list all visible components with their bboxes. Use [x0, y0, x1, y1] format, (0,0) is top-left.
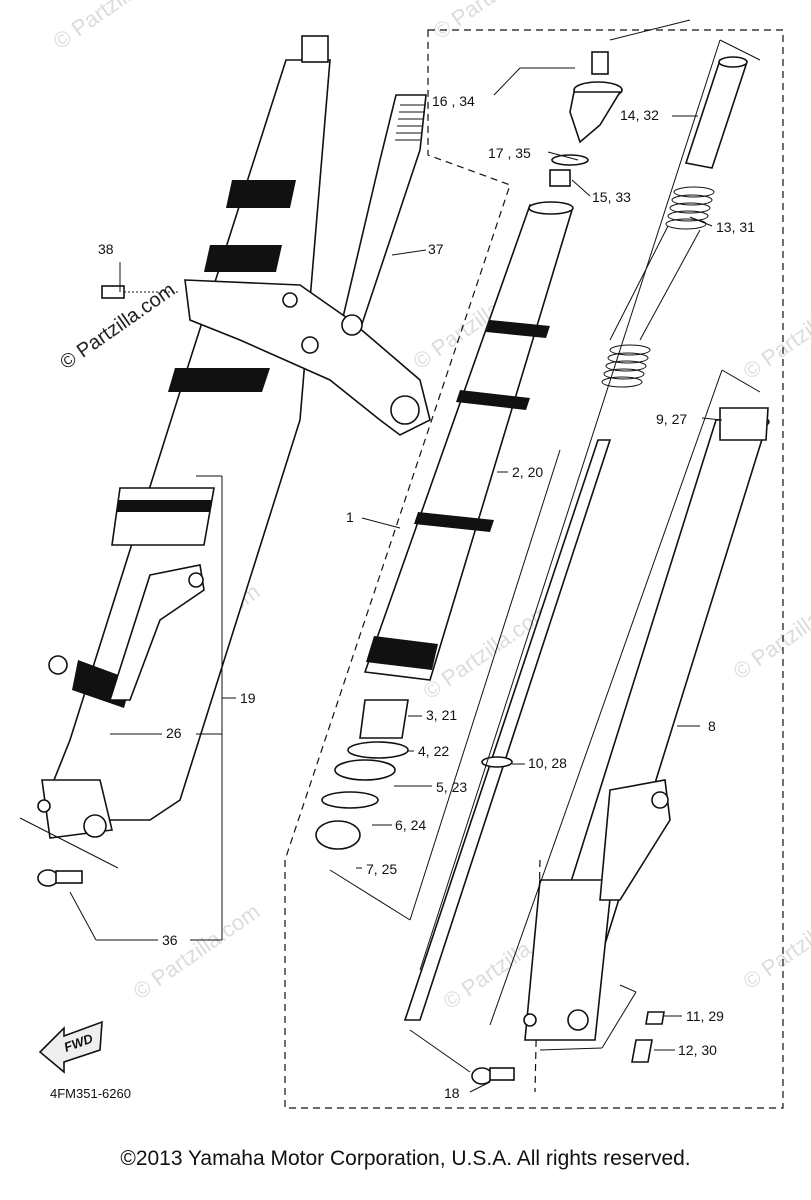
part-code: 4FM351-6260 — [50, 1086, 131, 1101]
callout-16-34: 16 , 34 — [432, 93, 475, 109]
callout-12-30: 12, 30 — [678, 1042, 717, 1058]
copyright-notice: ©2013 Yamaha Motor Corporation, U.S.A. A… — [120, 1147, 691, 1170]
damper-rod — [403, 439, 612, 1021]
callout-26: 26 — [166, 725, 182, 741]
left-fork-assembly — [37, 35, 331, 839]
callout-11-29: 11, 29 — [686, 1008, 724, 1024]
watermark: © Partzilla.com — [739, 279, 811, 385]
callout-36: 36 — [162, 932, 178, 948]
outer-tube — [363, 201, 574, 681]
callout-13-31: 13, 31 — [716, 219, 755, 235]
fork-springs — [601, 186, 715, 388]
watermark: © Partzilla.com — [129, 899, 265, 1005]
callout-8: 8 — [708, 718, 716, 734]
callout-19: 19 — [240, 690, 256, 706]
watermark: © Partzilla.com — [429, 0, 565, 44]
fwd-arrow-icon: FWD — [38, 1020, 103, 1074]
callout-2-20: 2, 20 — [512, 464, 543, 480]
spacer-pipe — [684, 56, 748, 169]
callout-17-35: 17 , 35 — [488, 145, 531, 161]
callout-10-28: 10, 28 — [528, 755, 567, 771]
callout-6-24: 6, 24 — [395, 817, 426, 833]
callout-1: 1 — [346, 509, 354, 525]
callout-5-23: 5, 23 — [436, 779, 467, 795]
callout-labels: 16 , 34 17 , 35 15, 33 14, 32 13, 31 37 … — [98, 93, 755, 1101]
watermark: © Partzilla.com — [729, 579, 811, 685]
watermark: © Partzilla.com — [49, 0, 185, 54]
callout-14-32: 14, 32 — [620, 107, 659, 123]
callout-9-27: 9, 27 — [656, 411, 687, 427]
seal-stack — [315, 699, 409, 850]
callout-15-33: 15, 33 — [592, 189, 631, 205]
under-bracket — [101, 94, 431, 436]
callout-38: 38 — [98, 241, 114, 257]
callout-7-25: 7, 25 — [366, 861, 397, 877]
callout-18: 18 — [444, 1085, 460, 1101]
cap-bolt — [549, 51, 623, 187]
callout-3-21: 3, 21 — [426, 707, 457, 723]
callout-37: 37 — [428, 241, 444, 257]
callout-4-22: 4, 22 — [418, 743, 449, 759]
hardware — [37, 869, 665, 1085]
watermark: © Partzilla.com — [739, 889, 811, 995]
inner-tube — [523, 407, 770, 1041]
leader-lines — [19, 19, 761, 1093]
